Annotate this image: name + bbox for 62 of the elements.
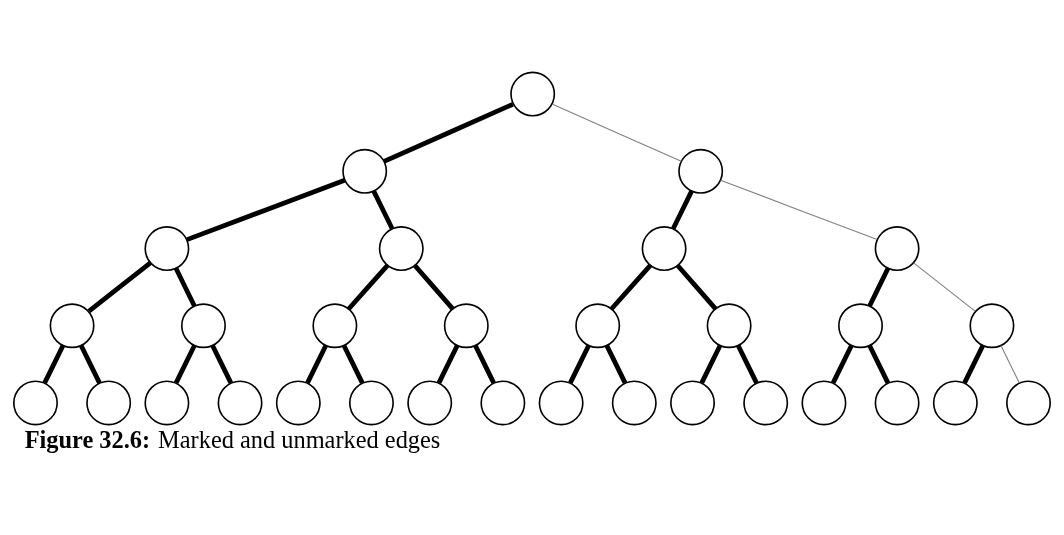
node-circle <box>706 303 752 349</box>
connector <box>676 264 718 311</box>
node-circle <box>378 226 424 272</box>
connector <box>913 262 976 312</box>
node-circle <box>348 380 394 426</box>
node-circle <box>538 380 584 426</box>
node-circle <box>670 380 716 426</box>
node-circle <box>932 380 978 426</box>
node-circle <box>838 303 883 349</box>
node-circle <box>144 380 190 426</box>
node-circle <box>407 380 453 426</box>
connector <box>87 261 152 313</box>
connector <box>346 263 390 311</box>
node-circle <box>874 380 920 426</box>
connector <box>42 344 66 384</box>
connector <box>341 344 365 384</box>
node-circle <box>480 380 526 426</box>
connector <box>473 344 496 384</box>
connector <box>699 344 723 384</box>
connector <box>305 344 328 384</box>
node-circle <box>611 380 657 426</box>
node-circle <box>1006 380 1051 426</box>
connector <box>671 190 694 230</box>
node-circle <box>443 303 489 349</box>
node-circle <box>678 148 724 194</box>
node-circle <box>874 226 920 272</box>
connector <box>383 102 514 164</box>
node-circle <box>575 303 621 349</box>
connector <box>720 179 878 241</box>
connector <box>604 344 628 384</box>
connector <box>1000 345 1020 384</box>
connector <box>867 267 891 307</box>
node-circle <box>275 380 321 426</box>
connector <box>568 344 591 384</box>
connector <box>867 344 891 384</box>
node-circle <box>312 303 358 349</box>
node-circle <box>510 71 556 117</box>
node-circle <box>743 380 789 426</box>
connector <box>79 344 102 384</box>
connector <box>609 263 653 311</box>
connector <box>552 103 682 162</box>
node-circle <box>49 303 95 349</box>
node-circle <box>13 380 58 426</box>
connector <box>736 344 759 384</box>
node-circle <box>342 148 388 194</box>
node-circle <box>86 380 132 426</box>
node-circle <box>969 303 1015 349</box>
connector <box>371 190 395 230</box>
connector <box>962 344 985 384</box>
node-circle <box>641 226 687 272</box>
caption: Figure 32.6: Marked and unmarked edges <box>24 426 441 454</box>
connector <box>210 344 233 384</box>
node-circle <box>217 380 263 426</box>
connector <box>173 344 197 384</box>
node-circle <box>801 380 847 426</box>
node-circle <box>181 303 226 349</box>
connector <box>413 264 455 311</box>
connector <box>831 344 854 384</box>
node-circle <box>144 226 190 272</box>
connector <box>186 178 346 242</box>
connector <box>436 344 460 384</box>
connector <box>173 267 197 307</box>
